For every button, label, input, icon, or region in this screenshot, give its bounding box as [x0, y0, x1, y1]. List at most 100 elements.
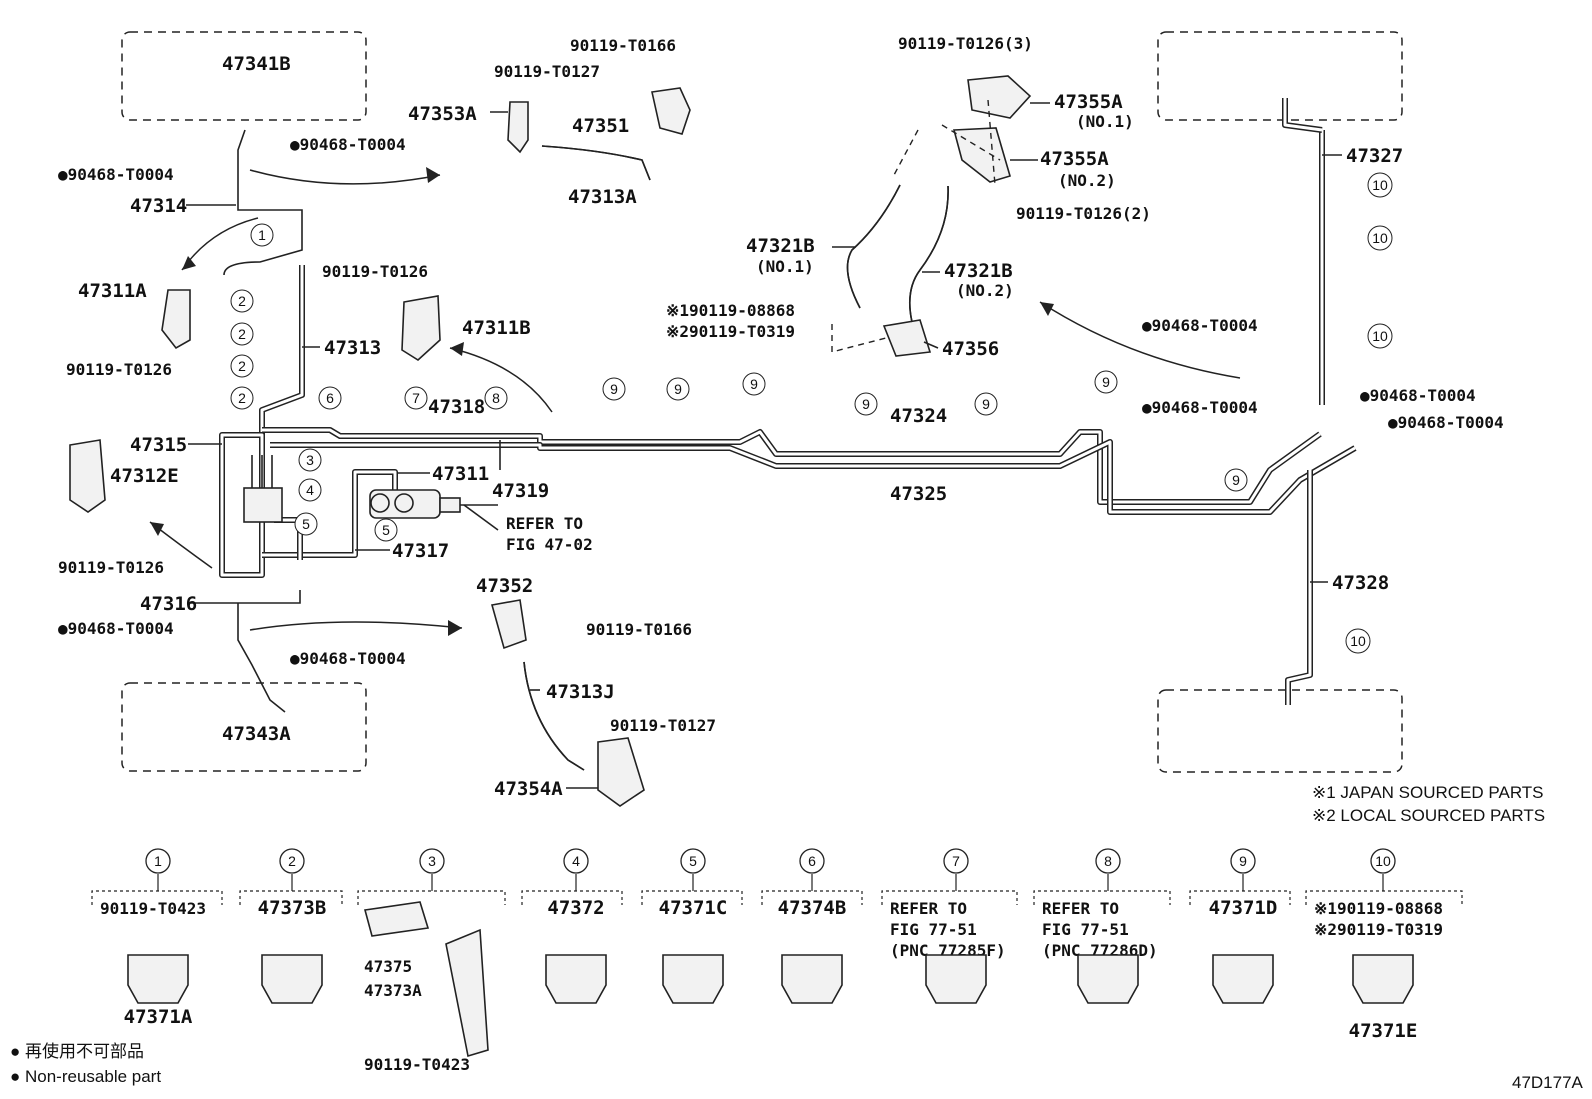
legend-number: 10 — [1375, 853, 1391, 869]
clip-legend: 190119-T042347371A247373B34737547373A901… — [91, 848, 1463, 1074]
label-clip-T0004-7: ●90468-T0004 — [1142, 398, 1258, 417]
legend-item-4: 4 47372 — [521, 848, 623, 1004]
callout-10a: 10 — [1367, 172, 1393, 198]
label-bolt-T0166-bot: 90119-T0166 — [586, 620, 692, 639]
svg-text:10: 10 — [1372, 328, 1388, 344]
label-bolt-T0126-mid: 90119-T0126 — [322, 262, 428, 281]
svg-text:7: 7 — [412, 390, 420, 406]
svg-text:9: 9 — [982, 396, 990, 412]
label-refer-to: REFER TO — [506, 514, 583, 533]
label-47355A-2: 47355A — [1040, 148, 1109, 170]
legend-part: 47371A — [124, 1006, 193, 1028]
callout-10c: 10 — [1367, 323, 1393, 349]
label-no2-a: (NO.2) — [1058, 171, 1116, 190]
svg-text:9: 9 — [674, 381, 682, 397]
brake-pipes — [219, 98, 1357, 705]
label-47317: 47317 — [392, 540, 449, 562]
label-47311: 47311 — [432, 463, 489, 485]
svg-text:1: 1 — [258, 227, 266, 243]
legend-number: 8 — [1104, 853, 1112, 869]
legend-text: 47373B — [258, 897, 327, 919]
callout-9f: 9 — [1094, 370, 1118, 394]
label-no1-b: (NO.1) — [756, 257, 814, 276]
svg-text:2: 2 — [238, 390, 246, 406]
label-bolt-T0319: ※290119-T0319 — [666, 322, 795, 341]
label-clip-T0004-6: ●90468-T0004 — [1360, 386, 1476, 405]
note-japan-sourced: ※1 JAPAN SOURCED PARTS — [1312, 783, 1544, 802]
svg-text:8: 8 — [492, 390, 500, 406]
callout-6: 6 — [318, 386, 342, 410]
label-47325: 47325 — [890, 483, 947, 505]
wheel-box-rear-right — [1157, 689, 1403, 773]
brackets — [69, 75, 1032, 807]
wheel-box-rear-left — [121, 682, 367, 772]
legend-item-10: 10 ※190119-08868 ※290119-T0319 47371E — [1305, 848, 1463, 1042]
label-clip-T0004-5: ●90468-T0004 — [1142, 316, 1258, 335]
label-bolt-T0126-3: 90119-T0126(3) — [898, 34, 1033, 53]
svg-text:9: 9 — [1102, 374, 1110, 390]
label-47353A: 47353A — [408, 103, 477, 125]
legend-text: 47371D — [1209, 897, 1278, 919]
tube-47316 — [222, 590, 301, 604]
note-local-sourced: ※2 LOCAL SOURCED PARTS — [1312, 806, 1545, 825]
legend-number: 3 — [428, 853, 436, 869]
legend-text: 47375 — [364, 957, 412, 976]
legend-item-5: 5 47371C — [641, 848, 743, 1004]
label-no2-b: (NO.2) — [956, 281, 1014, 300]
callout-2b: 2 — [230, 322, 254, 346]
callout-5b: 5 — [374, 518, 398, 542]
svg-text:5: 5 — [302, 516, 310, 532]
legend-part-drawing — [1352, 954, 1414, 1004]
callout-10b: 10 — [1367, 225, 1393, 251]
legend-number: 1 — [154, 853, 162, 869]
label-47312E: 47312E — [110, 465, 179, 487]
svg-text:9: 9 — [750, 376, 758, 392]
callout-5a: 5 — [294, 512, 318, 536]
tube-47314 — [223, 178, 303, 276]
legend-text: 90119-T0423 — [364, 1055, 470, 1074]
legend-text: ※290119-T0319 — [1314, 920, 1443, 939]
callout-8: 8 — [484, 386, 508, 410]
legend-text: 47371C — [659, 897, 728, 919]
label-47319: 47319 — [492, 480, 549, 502]
svg-text:9: 9 — [1232, 472, 1240, 488]
label-clip-T0004-4: ●90468-T0004 — [290, 649, 406, 668]
legend-number: 4 — [572, 853, 580, 869]
label-clip-T0004-2: ●90468-T0004 — [58, 165, 174, 184]
legend-text: 47372 — [547, 897, 604, 919]
label-47311B: 47311B — [462, 317, 531, 339]
svg-text:3: 3 — [306, 452, 314, 468]
label-bolt-T0127-bot: 90119-T0127 — [610, 716, 716, 735]
direction-arrows — [149, 167, 1241, 636]
callout-1: 1 — [250, 223, 274, 247]
label-bolt-08868: ※190119-08868 — [666, 301, 795, 320]
legend-number: 7 — [952, 853, 960, 869]
label-47313: 47313 — [324, 337, 381, 359]
legend-text: 47374B — [778, 897, 847, 919]
legend-part: 47371E — [1349, 1020, 1418, 1042]
legend-text: ※190119-08868 — [1314, 899, 1443, 918]
label-bolt-T0126-e: 90119-T0126 — [58, 558, 164, 577]
svg-text:10: 10 — [1350, 633, 1366, 649]
label-47313A: 47313A — [568, 186, 637, 208]
label-47318: 47318 — [428, 396, 485, 418]
label-47311A: 47311A — [78, 280, 147, 302]
label-47314: 47314 — [130, 195, 187, 217]
svg-text:9: 9 — [862, 396, 870, 412]
label-47356: 47356 — [942, 338, 999, 360]
label-fig-47-02: FIG 47-02 — [506, 535, 593, 554]
label-47355A-1: 47355A — [1054, 91, 1123, 113]
legend-number: 9 — [1239, 853, 1247, 869]
svg-text:4: 4 — [306, 482, 314, 498]
callout-9b: 9 — [666, 377, 690, 401]
label-47321B-1: 47321B — [746, 235, 815, 257]
callout-2d: 2 — [230, 386, 254, 410]
legend-part-drawing — [925, 954, 987, 1004]
master-cylinder — [369, 489, 498, 519]
legend-number: 5 — [689, 853, 697, 869]
footer-japanese-note: ● 再使用不可部品 — [10, 1041, 144, 1061]
